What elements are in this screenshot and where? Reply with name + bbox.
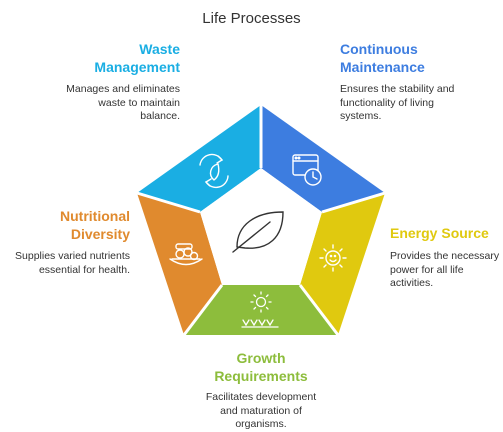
waste-management-description: Manages and eliminates waste to maintain… bbox=[66, 83, 180, 122]
continuous-maintenance-heading: Continuous Maintenance bbox=[340, 41, 425, 75]
sun-icon bbox=[319, 244, 347, 272]
energy-source-heading: Energy Source bbox=[390, 225, 489, 241]
recycle-leaf-icon bbox=[199, 153, 229, 189]
growth-requirements-heading: Growth Requirements bbox=[214, 350, 308, 384]
diagram-title: Life Processes bbox=[202, 10, 301, 27]
growth-requirements-description: Facilitates development and maturation o… bbox=[205, 391, 317, 430]
food-bowl-icon bbox=[169, 243, 203, 266]
continuous-maintenance-description: Ensures the stability and functionality … bbox=[340, 83, 455, 122]
calendar-clock-icon bbox=[292, 154, 322, 186]
nutritional-diversity-heading: Nutritional Diversity bbox=[60, 208, 130, 242]
center-pentagon bbox=[200, 168, 322, 285]
sprout-sun-icon bbox=[241, 291, 279, 328]
segment-continuous-maintenance bbox=[261, 105, 385, 212]
waste-management-heading: Waste Management bbox=[94, 41, 180, 75]
leaf-icon bbox=[232, 211, 284, 253]
energy-source-description: Provides the necessary power for all lif… bbox=[390, 250, 500, 289]
segment-energy-source bbox=[300, 193, 385, 335]
nutritional-diversity-description: Supplies varied nutrients essential for … bbox=[15, 250, 130, 276]
segment-waste-management bbox=[137, 105, 261, 212]
